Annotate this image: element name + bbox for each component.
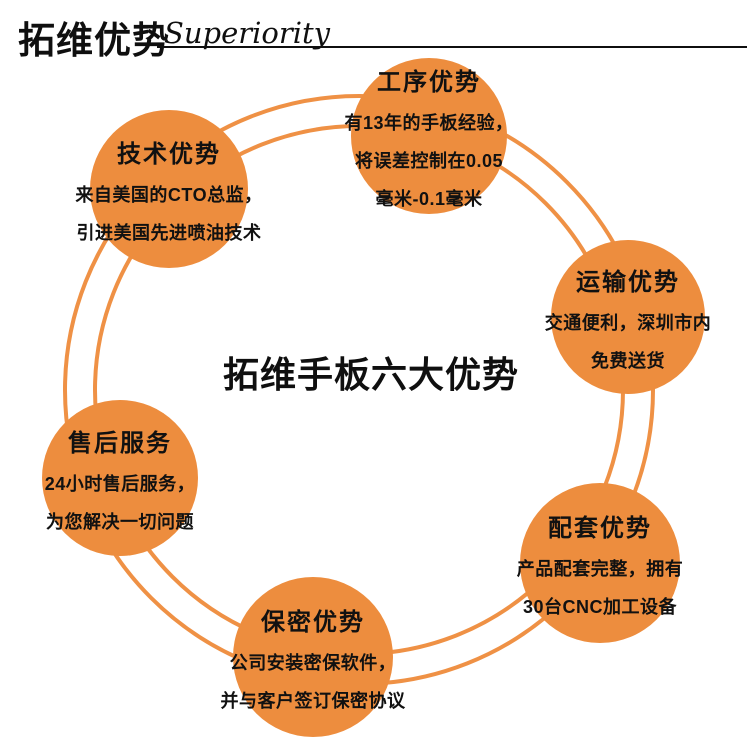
bubble-text-line: 引进美国先进喷油技术	[76, 222, 262, 243]
bubble-text-line: 交通便利，深圳市内	[544, 312, 712, 333]
bubble-text-line: 并与客户签订保密协议	[220, 690, 406, 711]
advantage-bubble-aftersale: 售后服务 24小时售后服务， 为您解决一切问题	[42, 400, 198, 556]
advantage-bubble-secrecy: 保密优势 公司安装密保软件， 并与客户签订保密协议	[221, 577, 405, 737]
advantage-bubble-process: 工序优势 有13年的手板经验， 将误差控制在0.05 毫米-0.1毫米	[344, 58, 513, 214]
advantage-bubble-tech: 技术优势 来自美国的CTO总监， 引进美国先进喷油技术	[75, 110, 262, 268]
center-headline: 拓维手板六大优势	[222, 354, 519, 395]
header-divider	[157, 46, 747, 48]
advantage-bubble-support: 配套优势 产品配套完整，拥有 30台CNC加工设备	[517, 483, 683, 643]
bubble-text-line: 公司安装密保软件，	[229, 652, 397, 673]
bubble-text-line: 产品配套完整，拥有	[516, 558, 684, 579]
bubble-title: 运输优势	[576, 268, 680, 296]
bubble-text-line: 毫米-0.1毫米	[375, 188, 483, 209]
bubble-title: 工序优势	[377, 68, 481, 96]
bubble-title: 技术优势	[117, 140, 221, 168]
bubble-text-line: 24小时售后服务，	[44, 473, 196, 494]
bubble-title: 配套优势	[548, 514, 652, 542]
bubble-text-line: 来自美国的CTO总监，	[75, 184, 263, 205]
bubble-text-line: 30台CNC加工设备	[522, 596, 678, 617]
bubble-title: 售后服务	[68, 429, 172, 457]
bubble-text-line: 有13年的手板经验，	[344, 112, 514, 133]
page-title: 拓维优势	[18, 20, 170, 61]
bubble-text-line: 将误差控制在0.05	[354, 150, 504, 171]
advantage-bubble-transport: 运输优势 交通便利，深圳市内 免费送货	[545, 240, 711, 394]
bubble-text-line: 免费送货	[591, 350, 665, 371]
bubble-text-line: 为您解决一切问题	[46, 511, 194, 532]
bubble-title: 保密优势	[261, 608, 365, 636]
page-subtitle: Superiority	[164, 16, 331, 50]
